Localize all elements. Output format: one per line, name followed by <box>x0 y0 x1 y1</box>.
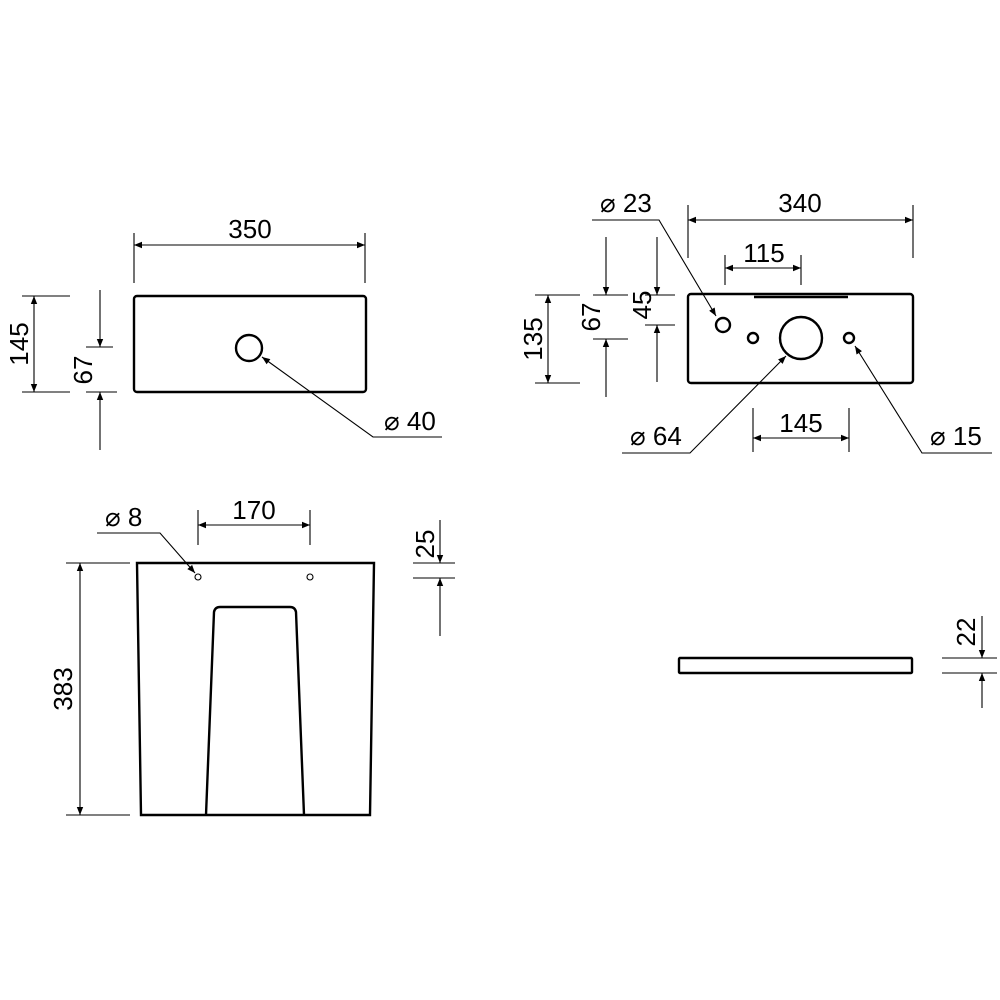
fixing-offset-label: 25 <box>410 530 440 559</box>
front-height-label: 383 <box>48 667 78 710</box>
front-opening <box>204 605 306 816</box>
height-label: 145 <box>4 322 34 365</box>
hole-spacing-label: 145 <box>779 408 822 438</box>
back-view: 340 115 135 67 45 ⌀ 23 ⌀ 64 145 ⌀ 15 <box>518 188 992 454</box>
hole-64 <box>778 315 824 361</box>
drain-hole <box>234 333 264 363</box>
hole-diameter-label: ⌀ 40 <box>384 406 436 436</box>
front-view-outline <box>135 561 376 817</box>
offset-45-label: 45 <box>627 291 657 320</box>
lid-thickness-label: 22 <box>951 618 981 647</box>
hole-64-label: ⌀ 64 <box>630 421 682 451</box>
fixing-hole-left <box>194 573 202 581</box>
hole-offset-label: 67 <box>68 356 98 385</box>
back-width-label: 340 <box>778 188 821 218</box>
offset-67-label: 67 <box>576 303 606 332</box>
slot-width-label: 115 <box>743 238 784 268</box>
hole-15 <box>842 331 856 345</box>
back-view-outline <box>686 292 915 385</box>
hole-small-left <box>746 331 760 345</box>
lid-view: 22 <box>677 616 997 708</box>
hole-15-label: ⌀ 15 <box>930 421 982 451</box>
hole-23-label: ⌀ 23 <box>600 188 652 218</box>
top-view-outline <box>132 294 368 394</box>
top-view: 350 145 67 ⌀ 40 <box>4 214 442 450</box>
back-height-label: 135 <box>518 317 548 360</box>
lid-outline <box>677 656 914 675</box>
fixing-diameter-label: ⌀ 8 <box>105 502 142 532</box>
fixing-spacing-label: 170 <box>232 495 275 525</box>
hole-leader <box>261 356 442 438</box>
width-label: 350 <box>228 214 271 244</box>
front-view: 170 ⌀ 8 383 25 <box>48 495 455 817</box>
fixing-hole-right <box>306 573 314 581</box>
hole-23 <box>714 316 732 334</box>
